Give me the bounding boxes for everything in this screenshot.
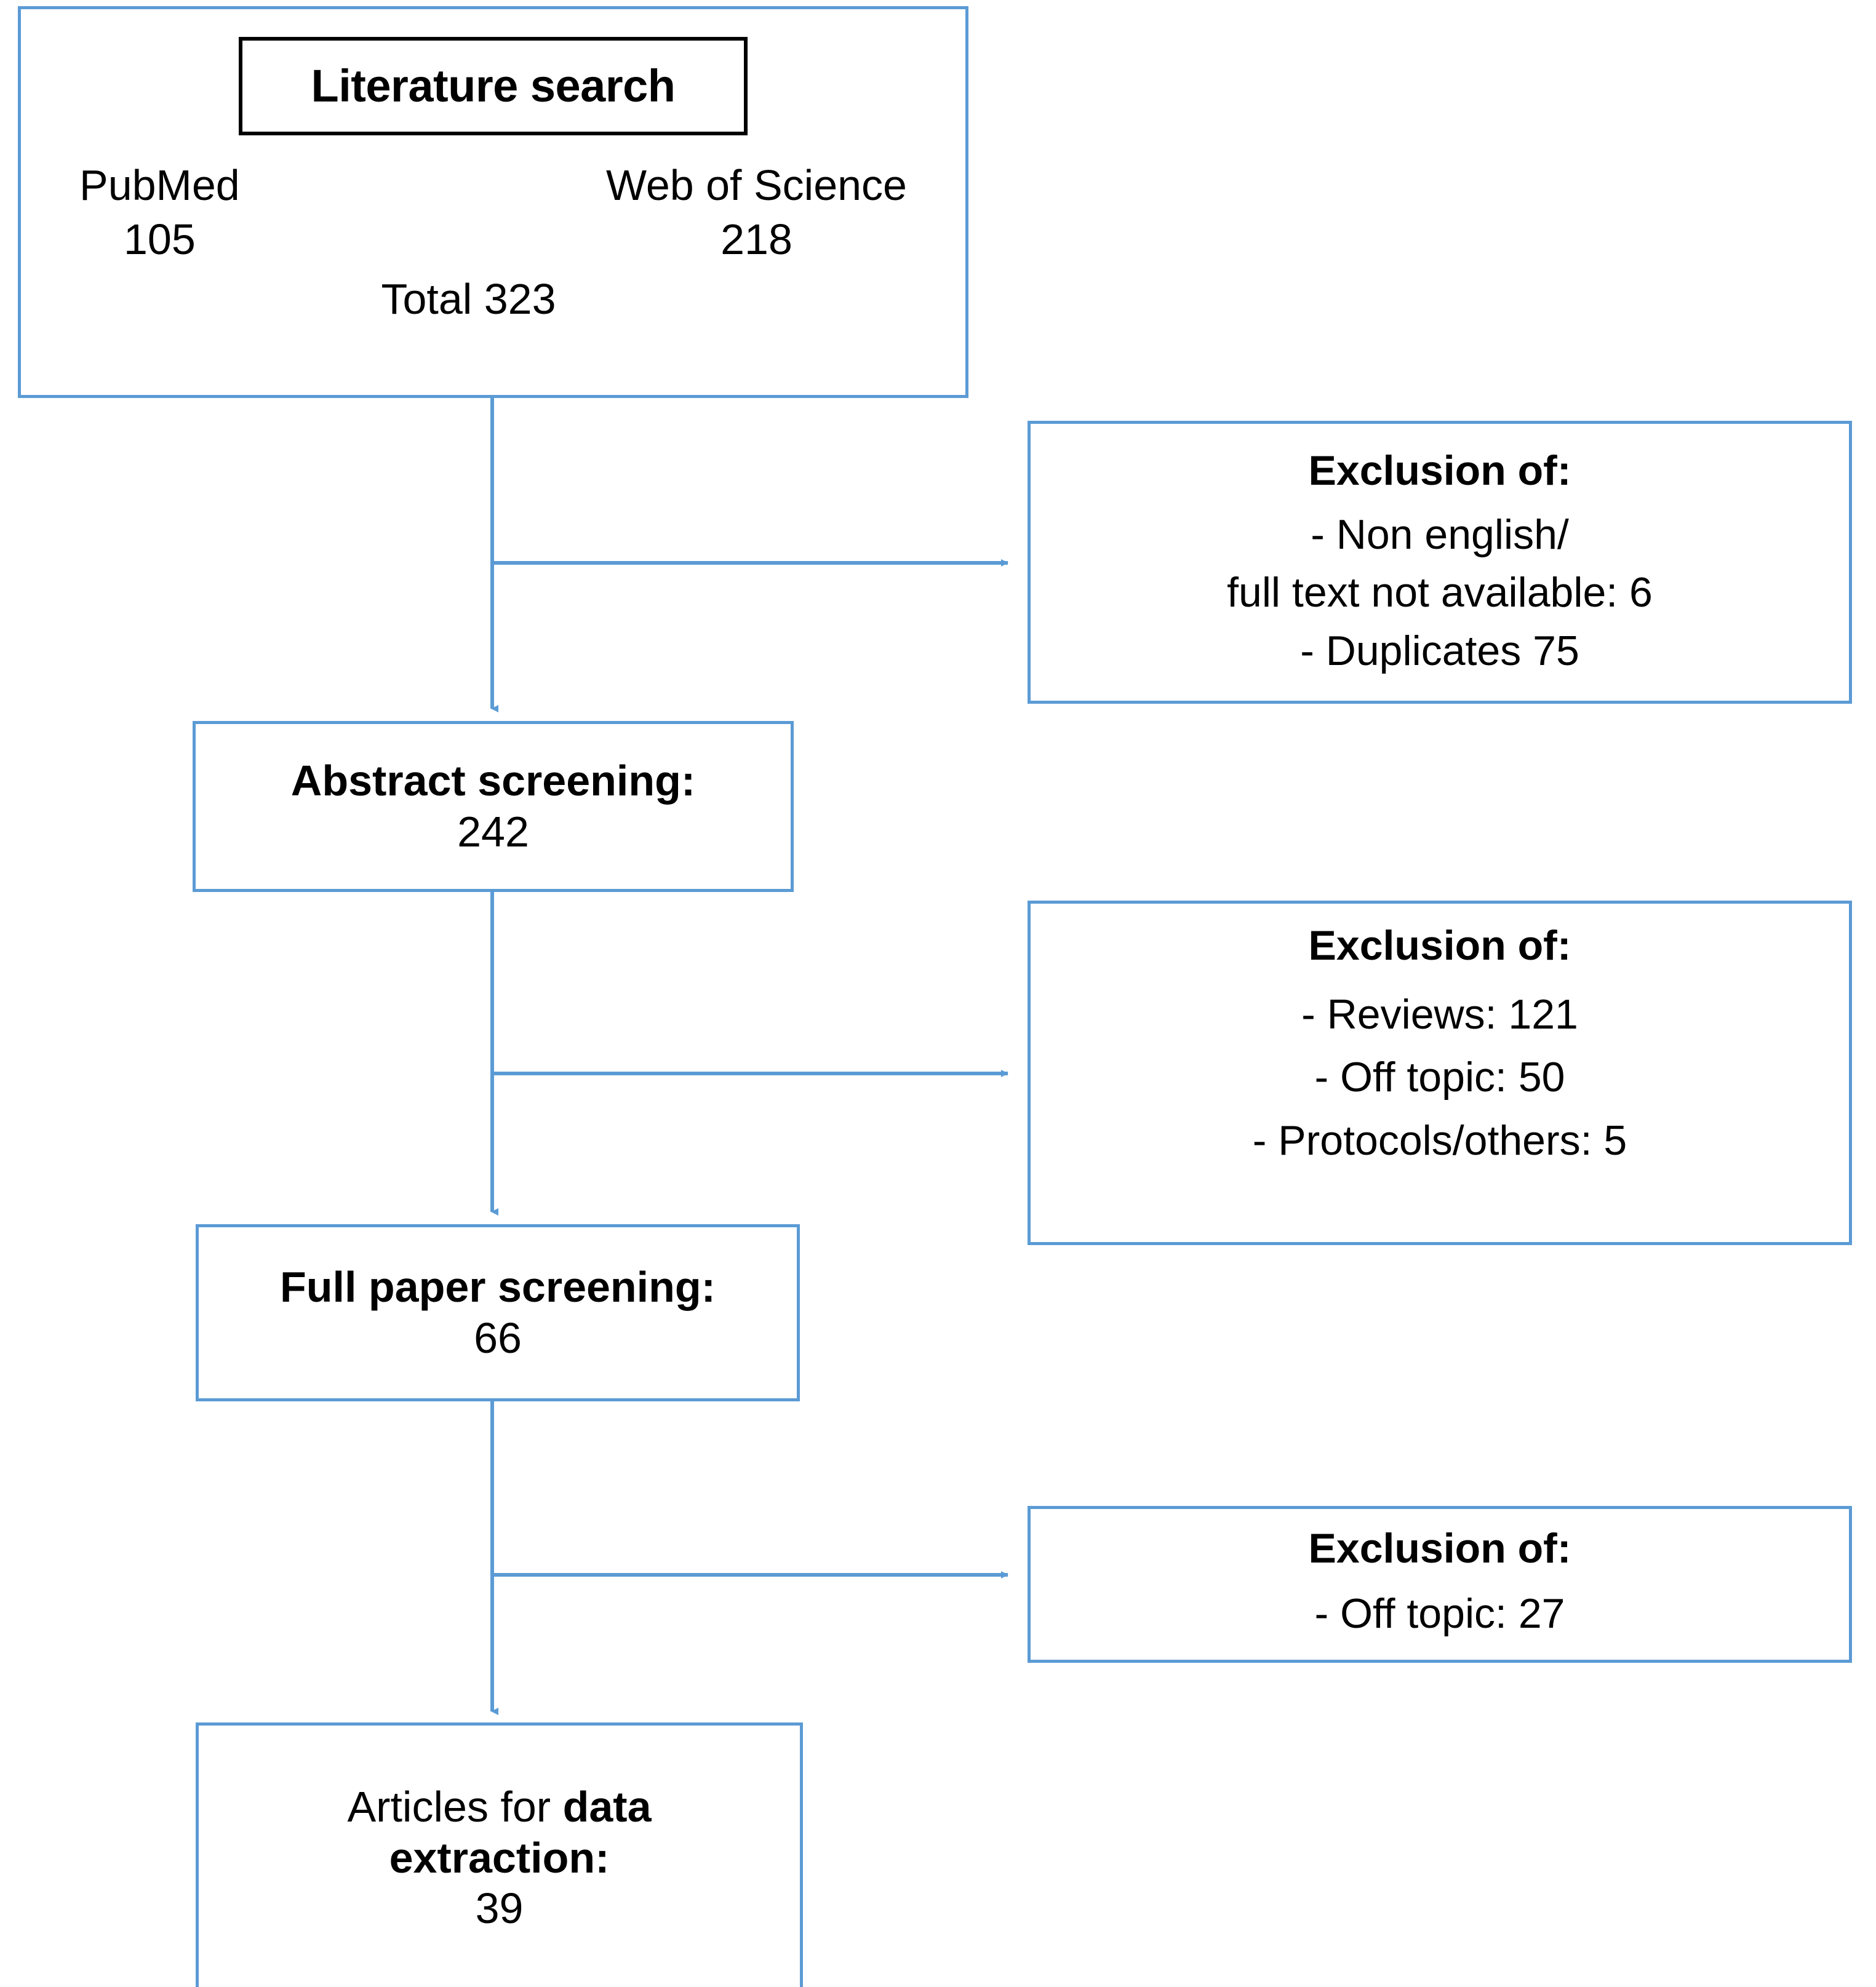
exclusion-1-item-1: full text not available: 6 bbox=[1227, 569, 1653, 616]
source-web-of-science-count: 218 bbox=[720, 215, 792, 263]
node-exclusion-3: Exclusion of: - Off topic: 27 bbox=[1028, 1506, 1852, 1663]
articles-line-1-plain: Articles for bbox=[347, 1783, 563, 1831]
articles-count: 39 bbox=[475, 1884, 524, 1933]
articles-line-2: extraction: bbox=[199, 1833, 800, 1884]
articles-line-1-bold: data bbox=[562, 1783, 652, 1831]
full-paper-screening-title: Full paper screening: bbox=[280, 1263, 716, 1312]
articles-line-1: Articles for data bbox=[199, 1782, 800, 1833]
exclusion-1-item-0: - Non english/ bbox=[1311, 511, 1569, 559]
source-pubmed-count: 105 bbox=[123, 215, 196, 263]
exclusion-2-heading: Exclusion of: bbox=[1308, 922, 1571, 969]
source-pubmed: PubMed 105 bbox=[79, 159, 240, 266]
node-literature-search: Literature search PubMed 105 Web of Scie… bbox=[18, 6, 968, 398]
exclusion-2-item-0: - Reviews: 121 bbox=[1301, 991, 1578, 1038]
exclusion-3-item-0: - Off topic: 27 bbox=[1314, 1590, 1565, 1638]
node-exclusion-2: Exclusion of: - Reviews: 121 - Off topic… bbox=[1028, 901, 1852, 1245]
exclusion-1-item-2: - Duplicates 75 bbox=[1300, 627, 1579, 674]
literature-search-title-box: Literature search bbox=[239, 37, 748, 135]
exclusion-1-heading: Exclusion of: bbox=[1308, 447, 1571, 494]
node-abstract-screening: Abstract screening: 242 bbox=[193, 721, 794, 892]
node-full-paper-screening: Full paper screening: 66 bbox=[196, 1224, 800, 1401]
source-web-of-science: Web of Science 218 bbox=[606, 159, 907, 266]
exclusion-2-item-1: - Off topic: 50 bbox=[1314, 1054, 1565, 1101]
source-web-of-science-label: Web of Science bbox=[606, 161, 907, 209]
node-articles-for-data-extraction: Articles for data extraction: 39 bbox=[196, 1722, 803, 1987]
literature-search-title: Literature search bbox=[311, 60, 676, 112]
node-exclusion-1: Exclusion of: - Non english/ full text n… bbox=[1028, 421, 1852, 704]
articles-line-2-bold: extraction: bbox=[389, 1833, 610, 1882]
source-database-row: PubMed 105 Web of Science 218 bbox=[21, 159, 965, 266]
exclusion-2-item-2: - Protocols/others: 5 bbox=[1252, 1117, 1627, 1164]
search-total: Total 323 bbox=[381, 275, 556, 323]
source-pubmed-label: PubMed bbox=[79, 161, 240, 209]
abstract-screening-count: 242 bbox=[457, 808, 529, 856]
abstract-screening-title: Abstract screening: bbox=[290, 757, 696, 805]
full-paper-screening-count: 66 bbox=[474, 1314, 522, 1362]
exclusion-3-heading: Exclusion of: bbox=[1308, 1525, 1571, 1572]
